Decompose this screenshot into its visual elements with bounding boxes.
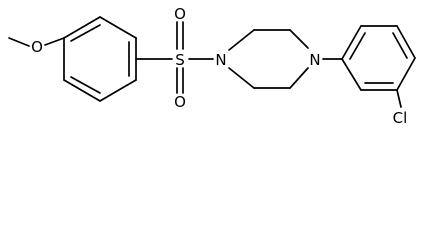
bond-ring1-e-inner <box>70 76 101 94</box>
bond-ring1-a-inner <box>70 24 101 42</box>
atom-label-sulfonyl-oxygen-bottom: O <box>174 93 186 111</box>
atom-label-piperazine-nitrogen-right: N <box>309 51 320 69</box>
bond-ring2-f <box>341 58 362 91</box>
bond-ring1-b <box>99 16 137 39</box>
bond-ring1-d <box>99 79 137 102</box>
bond-ring1-e <box>63 79 101 102</box>
bond-pip-c <box>289 29 309 49</box>
atom-label-sulfur: S <box>175 51 185 69</box>
bond-methyl-o <box>8 37 30 47</box>
atom-label-piperazine-nitrogen-left: N <box>215 51 226 69</box>
atom-label-methoxy-oxygen: O <box>31 38 43 56</box>
bond-pip-a <box>228 29 255 51</box>
atom-labels: O S O O N N Cl <box>31 5 407 127</box>
bond-pip-d <box>289 67 309 89</box>
atom-label-sulfonyl-oxygen-top: O <box>174 5 186 23</box>
chemical-structure: O S O O N N Cl <box>8 5 416 127</box>
bonds <box>8 16 416 108</box>
bond-ring2-a <box>341 25 362 60</box>
bond-ring2-c-inner <box>392 32 408 59</box>
bond-ring-cl <box>396 89 402 108</box>
bond-pip-f <box>228 67 255 89</box>
atom-label-chlorine: Cl <box>393 109 408 127</box>
bond-ring1-a <box>63 16 101 39</box>
bond-ring2-d <box>396 57 416 91</box>
bond-ring2-a-inner <box>349 32 366 60</box>
bond-o-ring <box>44 37 65 46</box>
bond-ring2-c <box>396 25 416 59</box>
